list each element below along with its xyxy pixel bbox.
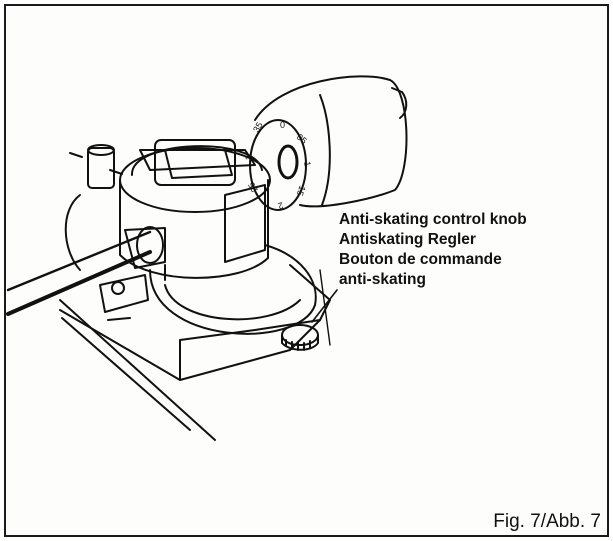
dial-number: 0 [280,120,285,130]
dial-number: 3 [244,155,254,160]
figure-label: Fig. 7/Abb. 7 [493,511,601,532]
plinth-edge-inner [61,317,191,431]
dial-number: 1 [302,161,313,168]
base-block [59,264,331,381]
counterweight [249,75,408,211]
dial-number: 25 [246,180,260,194]
plinth-edge [59,299,216,441]
callout-line-english: Anti-skating control knob [339,211,527,228]
dial-number: 15 [295,184,308,197]
callout-line-french-2: anti-skating [339,271,426,288]
anti-skating-knob [281,324,319,351]
anti-skating-callout: Anti-skating control knob Antiskating Re… [339,210,527,290]
base-platter [149,244,317,335]
dial-number: 2 [277,200,285,211]
callout-line-german: Antiskating Regler [339,231,476,248]
dial-number: 05 [295,132,309,146]
callout-line-french: Bouton de commande [339,251,502,268]
arm-bracket [99,274,149,321]
dial-number: 35 [251,120,265,134]
arm-rest [64,144,123,271]
arm-tube [6,230,152,292]
dial-scale: 35 0 05 1 15 2 25 3 [244,120,313,211]
pivot-housing [119,139,271,281]
